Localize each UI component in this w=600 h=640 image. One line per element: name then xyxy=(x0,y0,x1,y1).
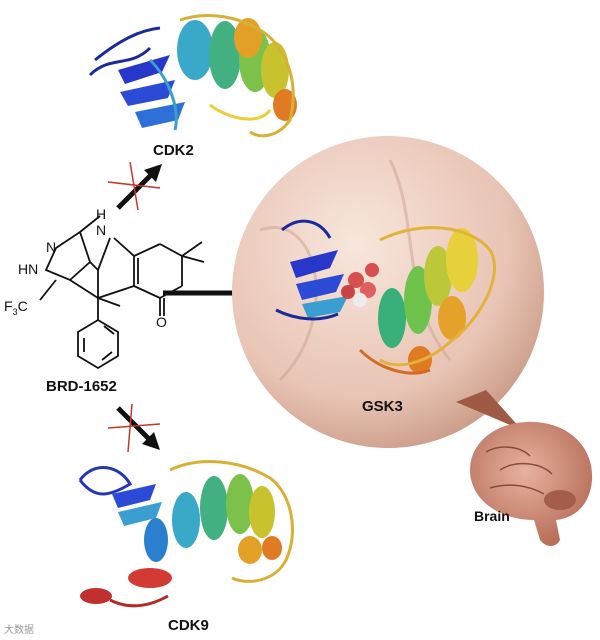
gsk3-protein xyxy=(275,219,496,375)
cdk9-protein xyxy=(78,460,294,608)
atom-h: H xyxy=(96,206,107,222)
cdk9-label: CDK9 xyxy=(168,617,209,634)
brain-callout xyxy=(456,390,522,430)
atom-cf3: F3C xyxy=(4,298,28,317)
blocked-arrow-cdk2 xyxy=(107,161,162,211)
watermark: 大数据 xyxy=(4,625,34,636)
brain-image xyxy=(470,421,593,546)
gsk3-label: GSK3 xyxy=(362,398,403,415)
chemical-structure xyxy=(39,215,205,370)
compound-label: BRD-1652 xyxy=(46,378,117,395)
atom-ketone-o: O xyxy=(156,314,167,330)
atom-n-ring: N xyxy=(46,239,57,255)
brain-label: Brain xyxy=(474,508,510,524)
cdk2-label: CDK2 xyxy=(153,142,194,159)
atom-nh: N xyxy=(96,222,107,238)
blocked-arrow-cdk9 xyxy=(107,403,161,453)
atom-hn: HN xyxy=(18,261,39,277)
cdk2-protein xyxy=(88,13,297,138)
